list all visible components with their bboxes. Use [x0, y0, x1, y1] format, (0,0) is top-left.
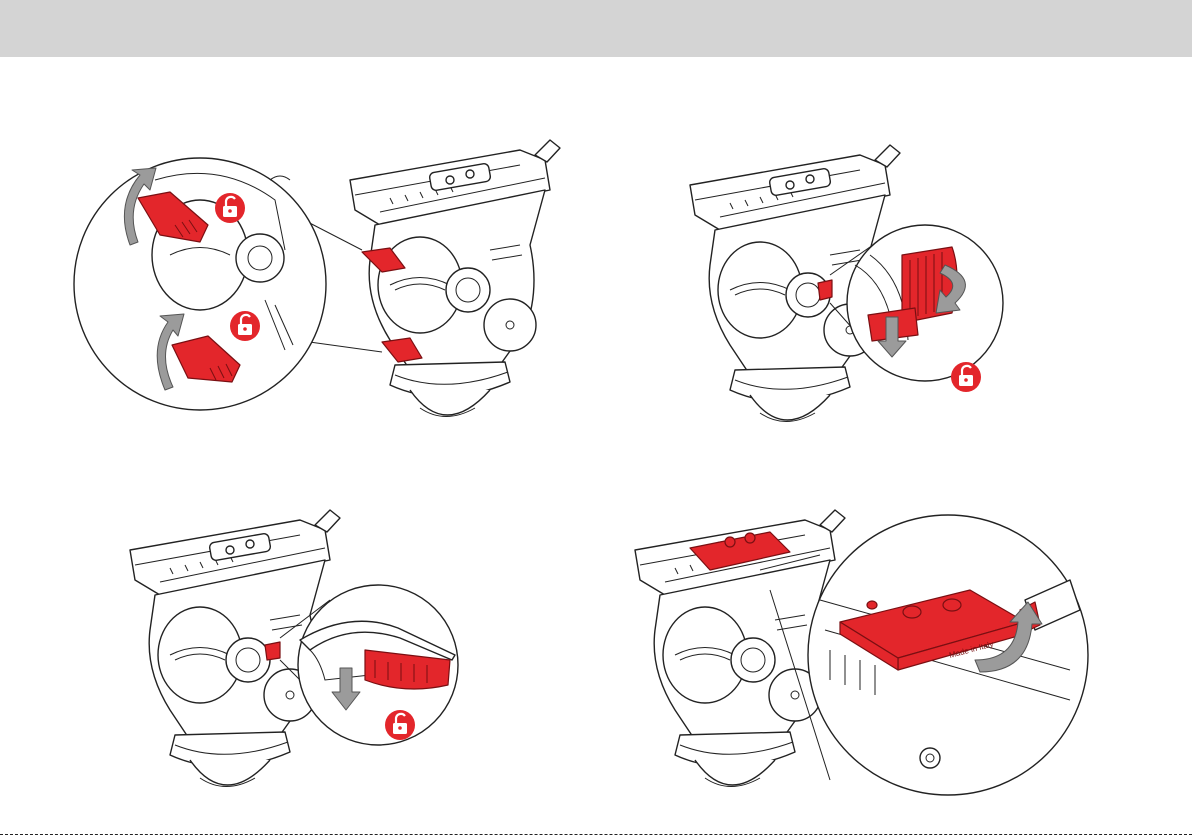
- unlock-icon: [951, 362, 981, 392]
- page-bottom-rule: [0, 834, 1192, 835]
- figure-unlock-levers: [60, 140, 580, 430]
- unlock-icon: [385, 710, 415, 740]
- header-bar: [0, 0, 1192, 57]
- figure-rotate-press-knob: [690, 145, 1030, 455]
- unlock-icon: [230, 311, 260, 341]
- figure-press-knob-down: [130, 510, 470, 810]
- figure-lift-plate: Made in Italy: [630, 510, 1100, 810]
- unlock-icon: [215, 193, 245, 223]
